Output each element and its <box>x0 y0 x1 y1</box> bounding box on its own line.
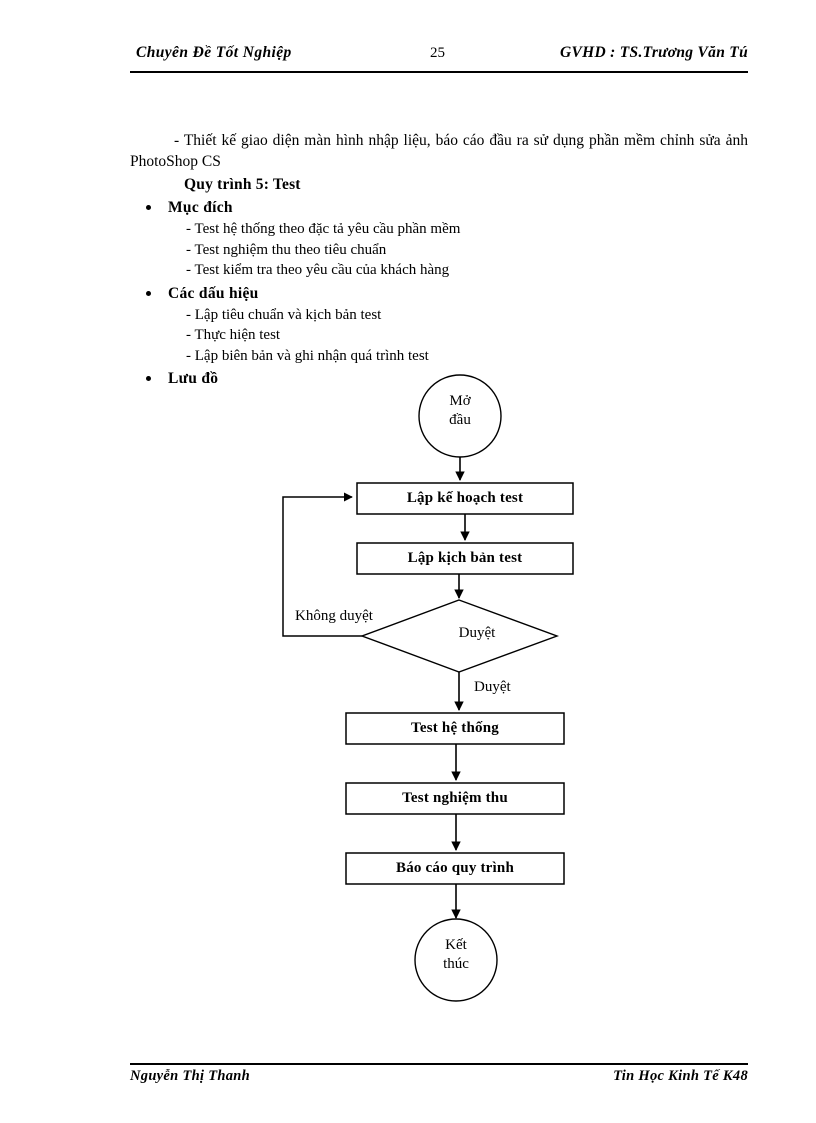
flow-node-acceptance-test-label: Test nghiệm thu <box>402 790 508 806</box>
bullet-dot-icon <box>146 205 151 210</box>
flow-node-acceptance-test-shape <box>345 782 565 815</box>
body-content: - Thiết kế giao diện màn hình nhập liệu,… <box>130 130 748 390</box>
footer-program: Tin Học Kinh Tế K48 <box>613 1068 748 1084</box>
dash-line: - Thực hiện test <box>186 327 281 343</box>
header-document-title: Chuyên Đề Tốt Nghiệp <box>136 44 292 61</box>
page-footer: Nguyễn Thị Thanh Tin Học Kinh Tế K48 <box>130 1068 748 1092</box>
bullet-label: Lưu đồ <box>168 370 219 387</box>
dash-line: - Test hệ thống theo đặc tả yêu cầu phần… <box>186 221 461 237</box>
bullet-label: Các dấu hiệu <box>168 284 259 302</box>
flow-node-script-label: Lập kịch bản test <box>407 550 523 566</box>
flow-node-report-label: Báo cáo quy trình <box>395 860 514 876</box>
bullet-item: Mục đích <box>146 197 748 218</box>
flow-end-line1: Kết <box>445 937 467 953</box>
section-heading: Quy trình 5: Test <box>184 176 301 193</box>
header-divider <box>130 71 748 73</box>
flow-node-system-test-shape <box>345 712 565 745</box>
bullet-item: Các dấu hiệu <box>146 283 748 304</box>
header-advisor: GVHD : TS.Trương Văn Tú <box>559 44 748 61</box>
bullet-item: Lưu đồ <box>146 368 748 389</box>
dash-line: - Lập biên bản và ghi nhận quá trình tes… <box>186 347 429 364</box>
flow-start-line1: Mở <box>449 393 471 409</box>
flow-node-end-shape <box>414 918 498 1002</box>
footer-divider <box>130 1063 748 1065</box>
flow-node-start-label: Mở đầu <box>420 392 500 430</box>
flow-start-line2: đầu <box>449 412 471 428</box>
flow-end-line2: thúc <box>443 956 469 972</box>
dash-line: - Test nghiệm thu theo tiêu chuẩn <box>186 241 387 258</box>
flow-node-end-label: Kết thúc <box>416 936 496 974</box>
dash-line: - Test kiểm tra theo yêu cầu của khách h… <box>186 262 450 278</box>
flow-node-plan-label: Lập kế hoạch test <box>406 490 524 506</box>
bullet-dot-icon <box>146 376 151 381</box>
flow-edge-label-reject: Không duyệt <box>295 608 373 624</box>
bullet-label: Mục đích <box>168 199 233 216</box>
flow-node-decision-shape <box>359 599 560 673</box>
intro-paragraph: - Thiết kế giao diện màn hình nhập liệu,… <box>130 132 748 170</box>
flow-edge-reject-loop <box>282 492 362 637</box>
flow-node-system-test-label: Test hệ thống <box>411 720 499 736</box>
flow-node-decision-label: Duyệt <box>458 625 496 641</box>
flow-node-script-shape <box>356 542 574 575</box>
bullet-section-muc-dich: Mục đích - Test hệ thống theo đặc tả yêu… <box>130 197 748 281</box>
bullet-section-luu-do: Lưu đồ <box>130 368 748 389</box>
flow-node-plan-shape <box>356 482 574 515</box>
header-page-number: 25 <box>430 45 445 61</box>
bullet-section-cac-dau-hieu: Các dấu hiệu - Lập tiêu chuẩn và kịch bả… <box>130 283 748 367</box>
bullet-dot-icon <box>146 290 151 296</box>
flow-edge-label-approve: Duyệt <box>474 679 511 695</box>
dash-line: - Lập tiêu chuẩn và kịch bản test <box>186 306 382 323</box>
footer-author: Nguyễn Thị Thanh <box>130 1068 251 1084</box>
flow-node-report-shape <box>345 852 565 885</box>
page-header: Chuyên Đề Tốt Nghiệp 25 GVHD : TS.Trương… <box>130 44 748 70</box>
